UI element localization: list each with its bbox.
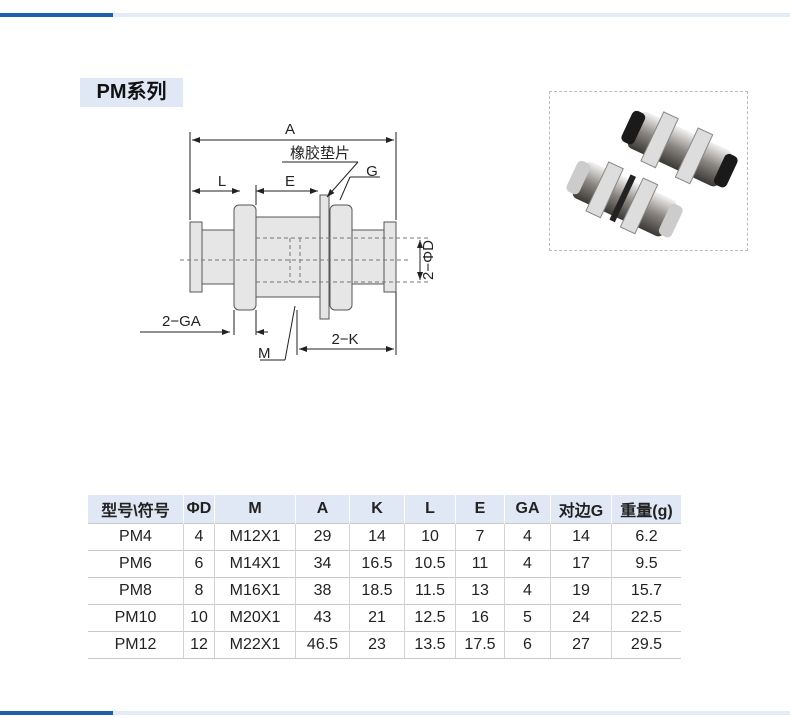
label-k: 2−K xyxy=(331,331,358,348)
cell-d: 10 xyxy=(183,604,215,632)
label-a: A xyxy=(285,121,295,138)
cell-e: 11 xyxy=(455,550,505,578)
header-e: E xyxy=(455,495,505,524)
cell-e: 16 xyxy=(455,604,505,632)
header-l: L xyxy=(404,495,456,524)
header-a: A xyxy=(295,495,350,524)
cell-a: 34 xyxy=(295,550,350,578)
cell-m: M16X1 xyxy=(214,577,296,605)
cell-model: PM12 xyxy=(88,631,184,659)
label-m: M xyxy=(258,345,271,362)
cell-m: M22X1 xyxy=(214,631,296,659)
cell-model: PM10 xyxy=(88,604,184,632)
cell-d: 12 xyxy=(183,631,215,659)
cell-weight: 15.7 xyxy=(611,577,681,605)
cell-e: 13 xyxy=(455,577,505,605)
header-weight: 重量(g) xyxy=(611,495,681,524)
header-ga: GA xyxy=(504,495,551,524)
cell-k: 14 xyxy=(349,523,405,551)
label-g: G xyxy=(366,163,378,180)
header-g: 对边G xyxy=(550,495,612,524)
label-gasket: 橡胶垫片 xyxy=(290,145,350,162)
cell-d: 6 xyxy=(183,550,215,578)
cell-g: 17 xyxy=(550,550,612,578)
fitting-illustration xyxy=(566,110,738,238)
header-m: M xyxy=(214,495,296,524)
cell-e: 17.5 xyxy=(455,631,505,659)
cell-a: 38 xyxy=(295,577,350,605)
cell-k: 18.5 xyxy=(349,577,405,605)
header-model: 型号\符号 xyxy=(88,495,184,524)
cell-m: M20X1 xyxy=(214,604,296,632)
cell-l: 10 xyxy=(404,523,456,551)
cell-ga: 6 xyxy=(504,631,551,659)
cell-weight: 22.5 xyxy=(611,604,681,632)
cell-weight: 9.5 xyxy=(611,550,681,578)
cell-model: PM6 xyxy=(88,550,184,578)
label-d: 2−ΦD xyxy=(420,240,437,280)
cell-l: 11.5 xyxy=(404,577,456,605)
cell-g: 14 xyxy=(550,523,612,551)
cell-d: 4 xyxy=(183,523,215,551)
cell-m: M12X1 xyxy=(214,523,296,551)
cell-model: PM4 xyxy=(88,523,184,551)
cell-g: 27 xyxy=(550,631,612,659)
series-title: PM系列 xyxy=(80,78,183,107)
header-k: K xyxy=(349,495,405,524)
cell-l: 10.5 xyxy=(404,550,456,578)
cell-l: 13.5 xyxy=(404,631,456,659)
cell-k: 21 xyxy=(349,604,405,632)
cell-ga: 5 xyxy=(504,604,551,632)
cell-m: M14X1 xyxy=(214,550,296,578)
cell-ga: 4 xyxy=(504,550,551,578)
top-divider xyxy=(0,13,790,17)
cell-a: 29 xyxy=(295,523,350,551)
cell-model: PM8 xyxy=(88,577,184,605)
header-d: ΦD xyxy=(183,495,215,524)
cell-weight: 29.5 xyxy=(611,631,681,659)
cell-g: 24 xyxy=(550,604,612,632)
cell-e: 7 xyxy=(455,523,505,551)
cell-d: 8 xyxy=(183,577,215,605)
cell-ga: 4 xyxy=(504,577,551,605)
label-ga: 2−GA xyxy=(162,313,201,330)
cell-g: 19 xyxy=(550,577,612,605)
table-header-row: 型号\符号 ΦD M A K L E GA 对边G 重量(g) xyxy=(88,495,681,524)
dimension-diagram: A 橡胶垫片 L E G 2−ΦD 2−GA M 2−K xyxy=(140,121,437,362)
cell-l: 12.5 xyxy=(404,604,456,632)
product-photo xyxy=(549,91,748,251)
label-l: L xyxy=(218,173,226,190)
cell-ga: 4 xyxy=(504,523,551,551)
cell-k: 23 xyxy=(349,631,405,659)
label-e: E xyxy=(285,173,295,190)
cell-k: 16.5 xyxy=(349,550,405,578)
cell-weight: 6.2 xyxy=(611,523,681,551)
cell-a: 43 xyxy=(295,604,350,632)
bottom-divider xyxy=(0,711,790,715)
cell-a: 46.5 xyxy=(295,631,350,659)
